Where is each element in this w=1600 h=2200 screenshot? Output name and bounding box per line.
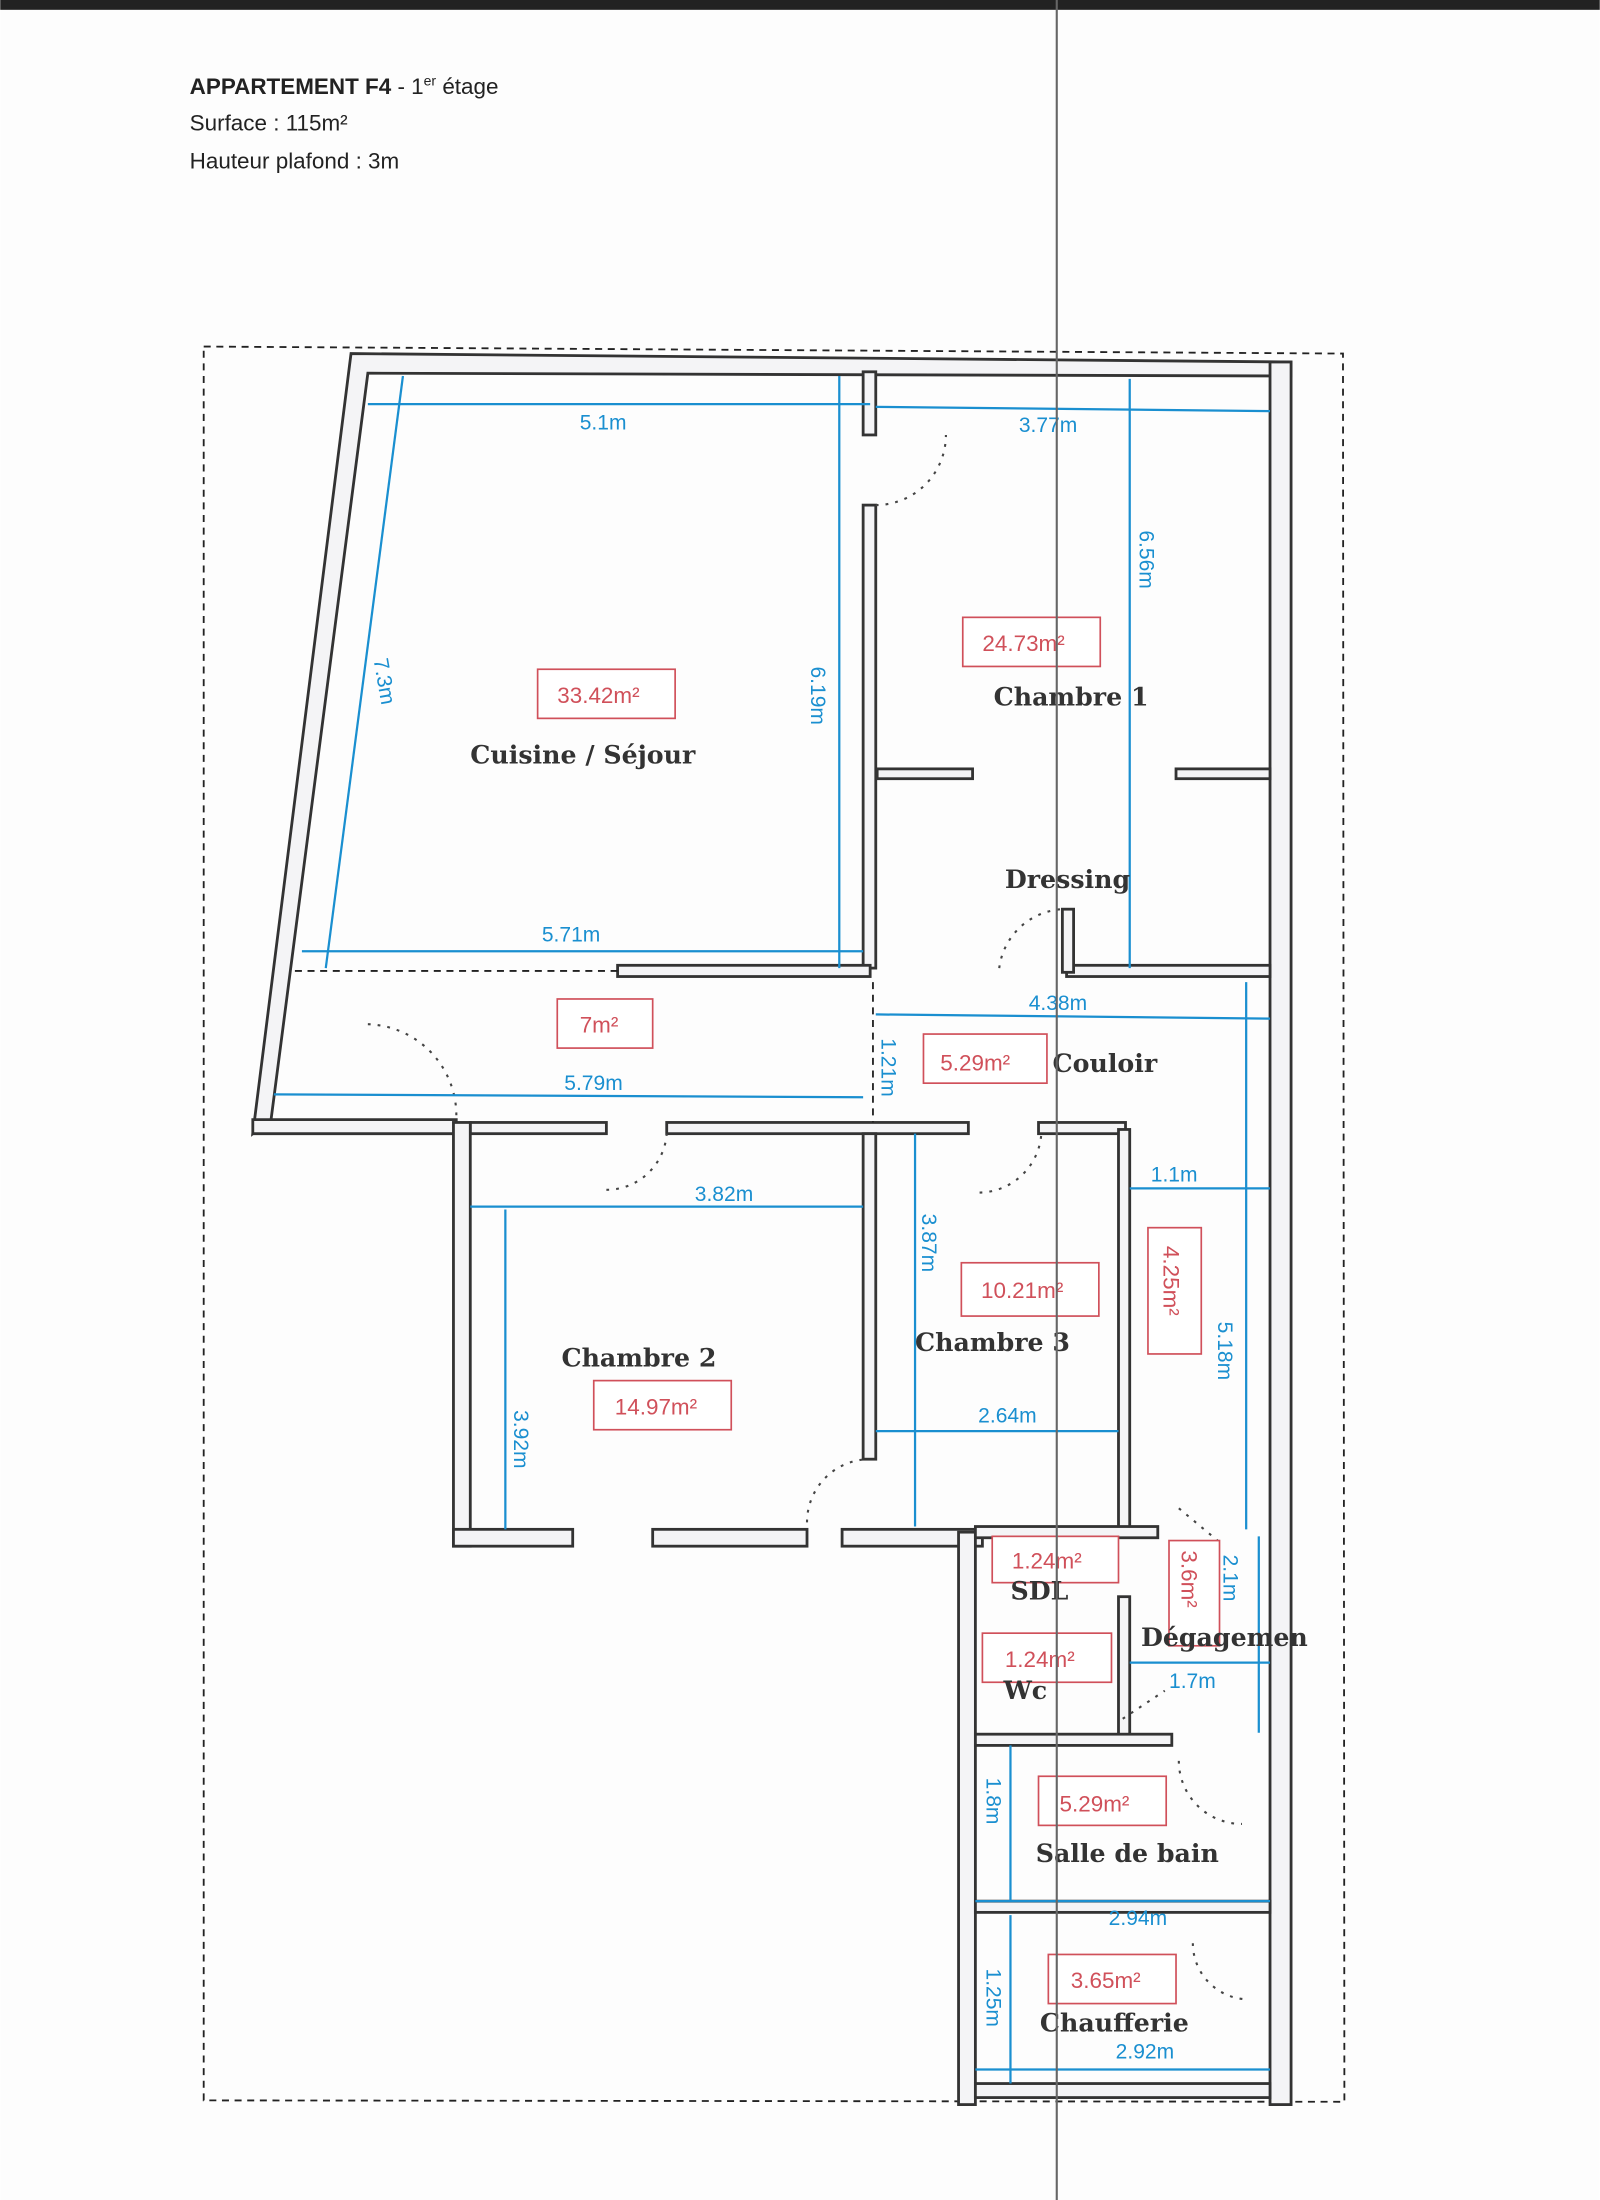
surface-label: Surface : 115m² (190, 110, 348, 135)
dim-label: 2.1m (1219, 1555, 1242, 1602)
dim-label: 1.25m (982, 1968, 1005, 2026)
area-labels: 33.42m² 24.73m² 7m² 5.29m² 14.97m² 10.21… (536, 616, 1221, 2005)
dim-label: 3.82m (695, 1183, 753, 1206)
dim-label: 1.8m (982, 1778, 1005, 1825)
dim-label: 5.1m (580, 411, 627, 434)
dim-label: 2.94m (1109, 1907, 1167, 1930)
room-couloir: Couloir (1053, 1048, 1158, 1078)
dim-label: 3.77m (1019, 414, 1077, 437)
room-chambre-3: Chambre 3 (915, 1327, 1070, 1357)
room-degagement: Dégagemen (1141, 1622, 1308, 1652)
dim-label: 2.64m (978, 1405, 1036, 1428)
plan-title: APPARTEMENT F4 - 1er étage (190, 73, 499, 99)
area-entree: 7m² (580, 1013, 619, 1038)
ceiling-height-label: Hauteur plafond : 3m (190, 148, 400, 173)
dimension-lines (273, 375, 1271, 2084)
room-chambre-1: Chambre 1 (994, 682, 1149, 712)
area-chambre-1: 24.73m² (982, 631, 1065, 656)
dim-label: 1.21m (876, 1038, 899, 1096)
room-cuisine-sejour: Cuisine / Séjour (470, 739, 696, 769)
area-chambre-3: 10.21m² (981, 1278, 1064, 1303)
area-sdl: 1.24m² (1012, 1549, 1082, 1574)
room-salle-de-bain: Salle de bain (1036, 1838, 1219, 1868)
room-chaufferie: Chaufferie (1040, 2008, 1189, 2038)
area-chaufferie: 3.65m² (1071, 1968, 1141, 1993)
scan-edge (0, 0, 1600, 10)
dim-label: 3.87m (917, 1214, 940, 1272)
area-salle-de-bain: 5.29m² (1060, 1791, 1130, 1816)
dim-label: 6.19m (806, 666, 829, 724)
area-chambre-2: 14.97m² (615, 1394, 698, 1419)
dim-label: 1.7m (1169, 1670, 1216, 1693)
dim-label: 6.56m (1135, 530, 1158, 588)
room-names: Cuisine / Séjour Chambre 1 Dressing Coul… (470, 682, 1308, 2038)
dim-label: 4.38m (1029, 992, 1087, 1015)
dim-label: 5.18m (1213, 1322, 1236, 1380)
area-cuisine-sejour: 33.42m² (557, 683, 640, 708)
dim-label: 3.92m (509, 1410, 532, 1468)
area-placard: 4.25m² (1158, 1246, 1183, 1316)
room-wc: Wc (1002, 1675, 1047, 1705)
room-chambre-2: Chambre 2 (561, 1343, 716, 1373)
dim-label: 1.1m (1151, 1163, 1198, 1186)
property-boundary (202, 345, 1346, 2103)
area-wc: 1.24m² (1005, 1647, 1075, 1672)
door-swings (367, 434, 1249, 2001)
walls (250, 352, 1293, 2106)
room-sdl: SDL (1010, 1575, 1068, 1605)
room-dressing: Dressing (1005, 864, 1131, 894)
dim-label: 5.79m (564, 1072, 622, 1095)
dim-label: 5.71m (542, 923, 600, 946)
area-degagement: 3.6m² (1177, 1550, 1202, 1608)
area-couloir: 5.29m² (940, 1051, 1010, 1076)
dim-label: 2.92m (1116, 2040, 1174, 2063)
